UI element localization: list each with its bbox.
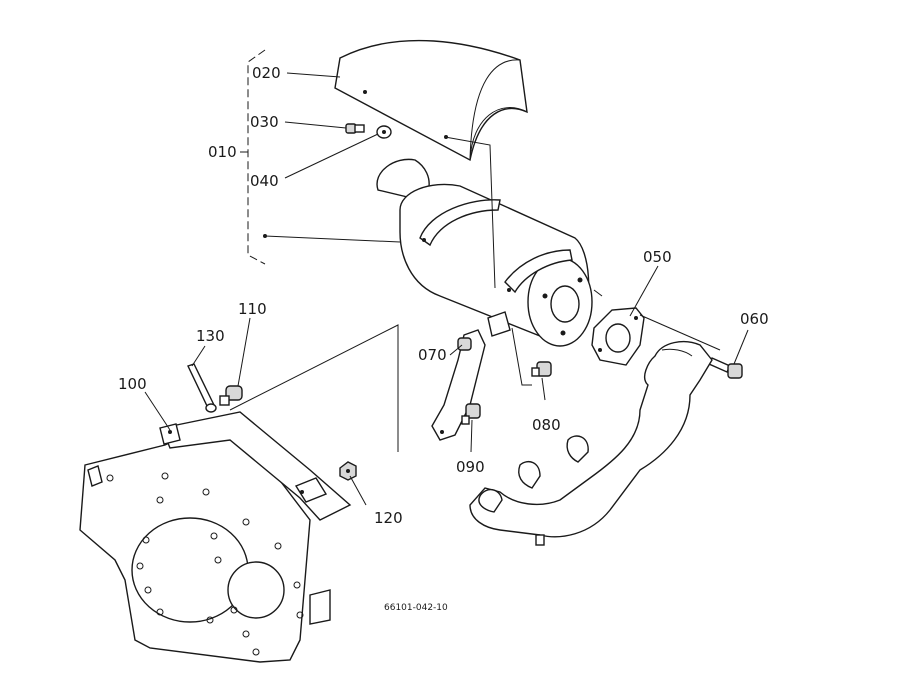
washer-040 xyxy=(376,125,392,139)
bolt-080 xyxy=(531,361,552,377)
callout-040: 040 xyxy=(250,172,279,190)
callout-010: 010 xyxy=(208,143,237,161)
heat-shield-020 xyxy=(334,39,528,162)
bolt-090 xyxy=(457,337,481,425)
callout-070: 070 xyxy=(418,346,447,364)
leader-010-muffler xyxy=(263,234,401,243)
callout-020: 020 xyxy=(252,64,281,82)
muffler xyxy=(376,158,593,347)
drawing-number: 66101-042-10 xyxy=(384,603,448,613)
callout-labels: 010 020 030 040 050 060 070 080 090 100 … xyxy=(118,64,769,613)
screw-030 xyxy=(345,123,365,134)
pin-130 xyxy=(187,363,217,413)
callout-060: 060 xyxy=(740,310,769,328)
callout-080: 080 xyxy=(532,416,561,434)
engine-plate xyxy=(79,414,331,663)
bolt-060 xyxy=(708,357,743,379)
mounting-bracket-100 xyxy=(159,411,352,521)
leader-lines xyxy=(229,136,721,452)
callout-120: 120 xyxy=(374,509,403,527)
screw-110 xyxy=(219,385,243,406)
callout-050: 050 xyxy=(643,248,672,266)
callout-130: 130 xyxy=(196,327,225,345)
callout-110: 110 xyxy=(238,300,267,318)
callout-leaders xyxy=(144,72,749,506)
exhaust-pipe xyxy=(469,341,713,546)
nut-120 xyxy=(339,461,357,481)
callout-030: 030 xyxy=(250,113,279,131)
gasket-050 xyxy=(591,307,645,366)
callout-100: 100 xyxy=(118,375,147,393)
callout-090: 090 xyxy=(456,458,485,476)
group-bracket-010 xyxy=(240,49,266,265)
